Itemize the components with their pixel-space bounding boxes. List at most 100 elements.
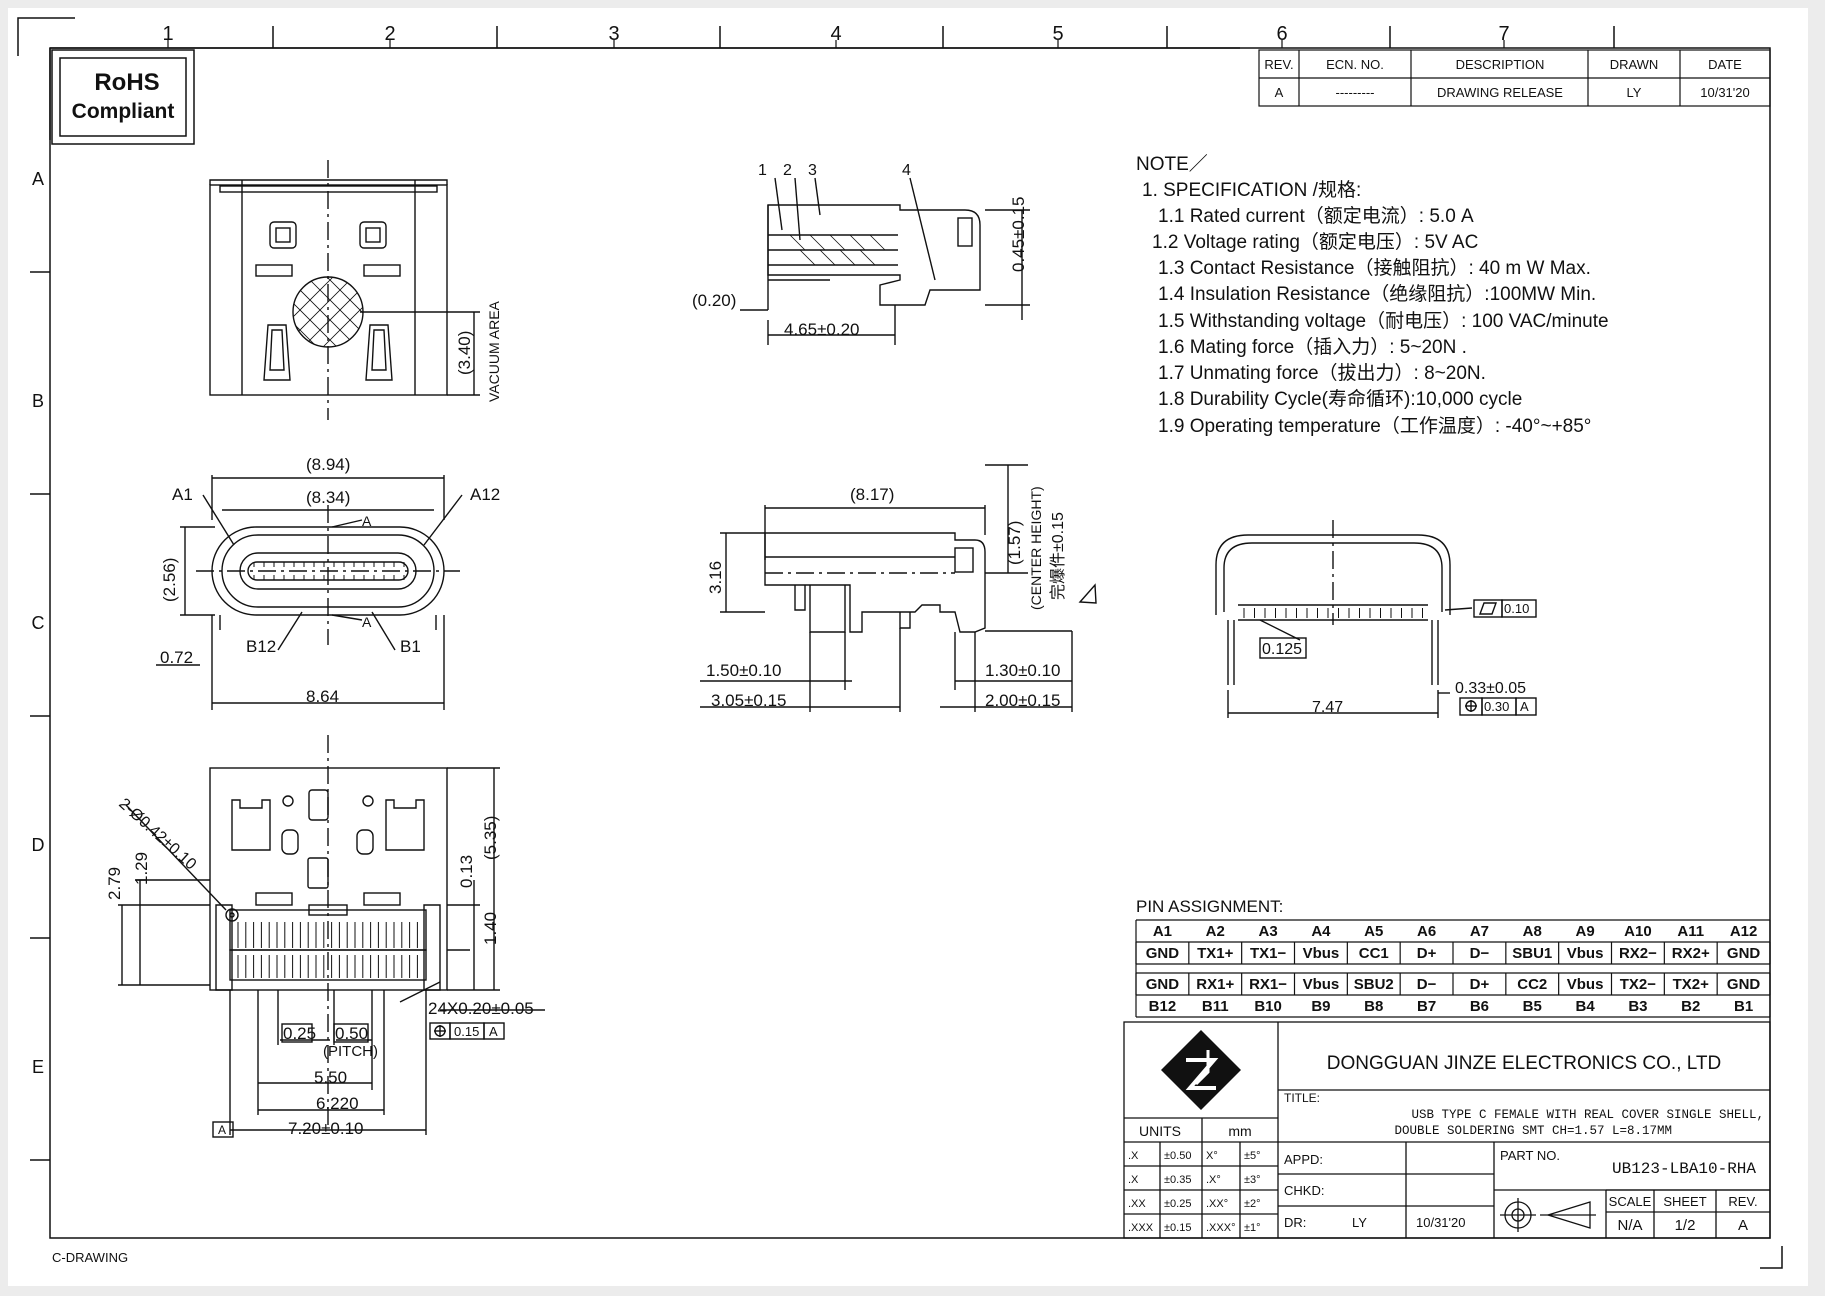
column-number: 7 [1498, 23, 1509, 45]
svg-text:24X0.20±0.05: 24X0.20±0.05 [428, 999, 534, 1018]
footprint-drawing [118, 735, 545, 1138]
pin-cell: CC1 [1359, 945, 1389, 962]
front-contacts [253, 562, 405, 580]
drawing-border [49, 47, 1771, 1239]
pin-cell: D− [1417, 976, 1437, 993]
company-name: DONGGUAN JINZE ELECTRONICS CO., LTD [1327, 1053, 1721, 1074]
tolerance-cell: .X [1128, 1150, 1139, 1162]
svg-text:0.10: 0.10 [1504, 601, 1529, 616]
svg-text:3: 3 [808, 162, 817, 179]
dim-5-35: (5.35) [481, 816, 500, 860]
svg-text:1.50±0.10: 1.50±0.10 [706, 661, 782, 680]
tolerance-cell: ±5° [1244, 1150, 1261, 1162]
rohs-badge: RoHS Compliant [51, 49, 195, 145]
tolerance-cell: ±0.50 [1164, 1150, 1191, 1162]
note-line: 1.9 Operating temperature（工作温度）: -40°~+8… [1158, 415, 1591, 437]
side-section-bottom-dim: 4.65±0.20 [784, 320, 860, 339]
tolerance-cell: .XX° [1206, 1198, 1228, 1210]
paper [8, 8, 1808, 1286]
pin-cell: B4 [1575, 998, 1595, 1015]
pin-cell: GND [1727, 945, 1761, 962]
svg-text:LY: LY [1352, 1215, 1367, 1230]
company-logo [1161, 1030, 1241, 1110]
title-line1: USB TYPE C FEMALE WITH REAL COVER SINGLE… [1411, 1108, 1764, 1122]
pin-cell: A3 [1258, 923, 1277, 940]
revision-headers: REV. ECN. NO. DESCRIPTION DRAWN DATE [1264, 57, 1742, 72]
svg-text:0.25: 0.25 [283, 1024, 316, 1043]
units-label: UNITS [1139, 1123, 1181, 1139]
pin-cell: TX2− [1620, 976, 1657, 993]
title-line2: DOUBLE SOLDERING SMT CH=1.57 L=8.17MM [1394, 1124, 1672, 1138]
pin-cell: CC2 [1517, 976, 1547, 993]
part-number: UB123-LBA10-RHA [1612, 1160, 1756, 1178]
pin-cell: A9 [1575, 923, 1594, 940]
pin-cell: TX1+ [1197, 945, 1234, 962]
column-number: 1 [162, 23, 173, 45]
tolerance-cell: ±0.25 [1164, 1198, 1191, 1210]
tolerance-cell: .XXX° [1206, 1222, 1235, 1234]
side-view-labels: (8.17) 1.50±0.10 3.05±0.15 1.30±0.10 2.0… [706, 485, 1061, 710]
svg-text:10/31'20: 10/31'20 [1700, 85, 1749, 100]
pin-cell: B3 [1628, 998, 1647, 1015]
svg-text:(8.94): (8.94) [306, 455, 350, 474]
svg-text:A1: A1 [172, 485, 193, 504]
pin-cell: B6 [1470, 998, 1489, 1015]
pin-cell: D+ [1417, 945, 1437, 962]
svg-text:B12: B12 [246, 637, 276, 656]
svg-text:1: 1 [758, 162, 767, 179]
svg-text:---------: --------- [1336, 85, 1375, 100]
pin-cell: GND [1146, 945, 1180, 962]
column-number: 5 [1052, 23, 1063, 45]
pin-cell: A2 [1206, 923, 1225, 940]
svg-text:ECN. NO.: ECN. NO. [1326, 57, 1384, 72]
svg-text:4: 4 [902, 162, 911, 179]
dim-1-40: 1.40 [481, 912, 500, 945]
pin-cell: RX1− [1249, 976, 1287, 993]
side-section-drawing [740, 177, 1030, 345]
pin-cell: A7 [1470, 923, 1489, 940]
tolerance-cell: .XXX [1128, 1222, 1154, 1234]
notes-block: NOTE／ 1. SPECIFICATION /规格: 1.1 Rated cu… [1136, 153, 1609, 437]
top-view-drawing [209, 160, 480, 420]
title-label: TITLE: [1284, 1091, 1320, 1105]
column-number: 2 [384, 23, 395, 45]
dim-0-13: 0.13 [457, 855, 476, 888]
svg-text:(8.17): (8.17) [850, 485, 894, 504]
svg-text:1.30±0.10: 1.30±0.10 [985, 661, 1061, 680]
note-line: 1.1 Rated current（额定电流）: 5.0 A [1158, 205, 1474, 227]
svg-text:(PITCH): (PITCH) [323, 1043, 378, 1060]
pin-cell: A12 [1730, 923, 1758, 940]
corner-marks [17, 17, 1783, 1269]
svg-text:0.50: 0.50 [335, 1024, 368, 1043]
note-line: 1.2 Voltage rating（额定电压）: 5V AC [1152, 231, 1478, 253]
column-number: 4 [830, 23, 841, 45]
svg-text:A12: A12 [470, 485, 500, 504]
side-view-side-dim: 完爆件±0.15 [1048, 512, 1067, 600]
revision-row: A --------- DRAWING RELEASE LY 10/31'20 [1275, 85, 1750, 100]
svg-text:A: A [218, 1123, 226, 1137]
pin-cell: D+ [1470, 976, 1490, 993]
pin-cell: TX2+ [1673, 976, 1710, 993]
pin-cell: RX2− [1619, 945, 1657, 962]
svg-text:SCALE: SCALE [1609, 1194, 1652, 1209]
pin-cell: B5 [1523, 998, 1542, 1015]
svg-text:0.30: 0.30 [1484, 699, 1509, 714]
pin-cell: Vbus [1567, 976, 1604, 993]
revision-block [1258, 49, 1771, 107]
svg-text:N/A: N/A [1617, 1217, 1642, 1234]
svg-text:0.72: 0.72 [160, 648, 193, 667]
svg-text:7.20±0.10: 7.20±0.10 [288, 1119, 364, 1138]
svg-text:2: 2 [783, 162, 792, 179]
units-value: mm [1228, 1123, 1251, 1139]
pin-cell: A8 [1523, 923, 1542, 940]
side-view-center-height-dim: (1.57) [1005, 521, 1024, 565]
note-line: 1.3 Contact Resistance（接触阻抗）: 40 m W Max… [1158, 257, 1591, 279]
rear-view-labels: 0.10 0.125 7.47 0.33±0.05 0.30 A [1262, 601, 1529, 716]
svg-text:A: A [362, 513, 372, 529]
pin-cell: A6 [1417, 923, 1436, 940]
pin-cell: B7 [1417, 998, 1436, 1015]
svg-text:PART NO.: PART NO. [1500, 1148, 1560, 1163]
tolerance-cell: ±0.15 [1164, 1222, 1191, 1234]
